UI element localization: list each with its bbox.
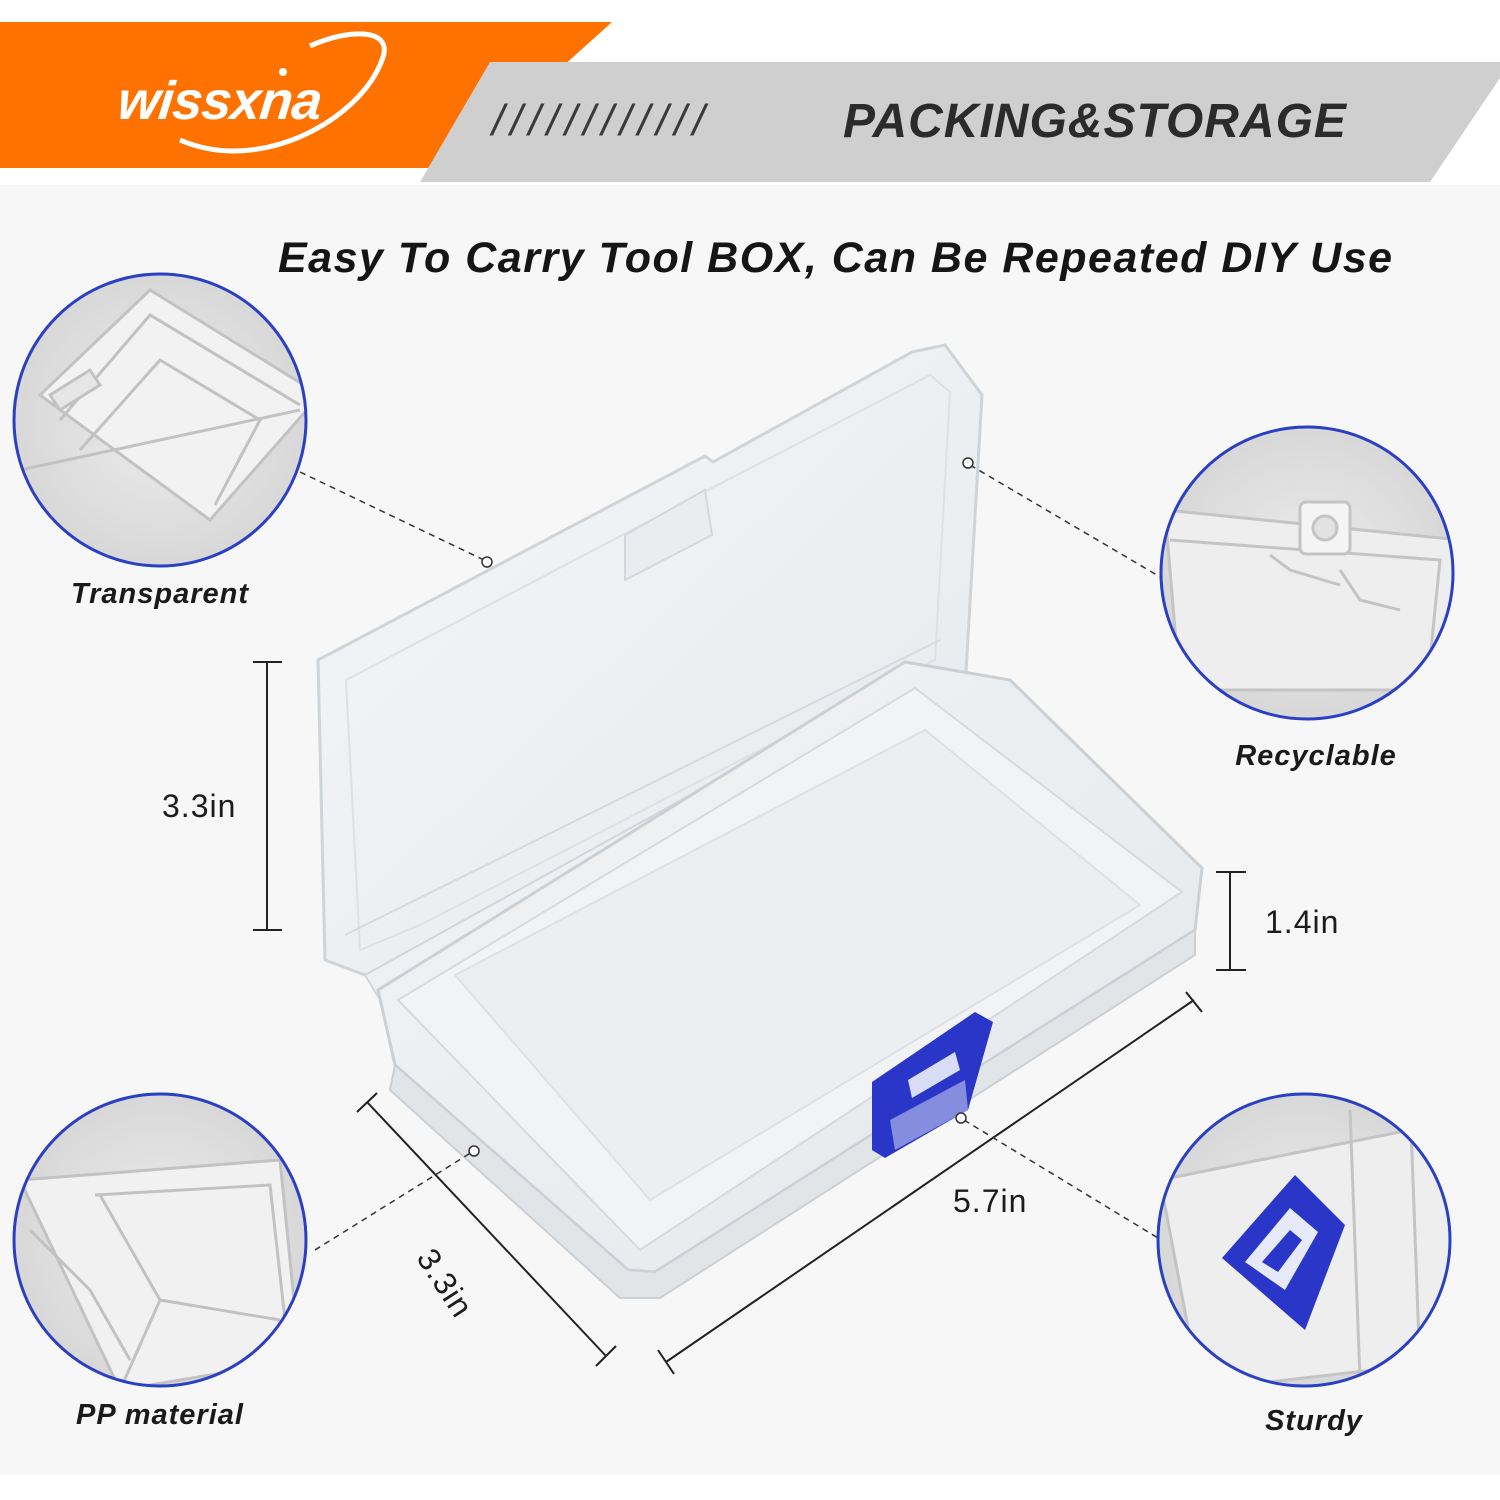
detail-circle-sturdy <box>1156 1092 1452 1388</box>
brand-star <box>279 68 287 76</box>
callout-dots <box>468 457 974 1157</box>
callout-leaders <box>299 464 1163 1251</box>
banner-title: PACKING&STORAGE <box>843 95 1347 148</box>
feature-label-pp-material: PP material <box>76 1399 244 1431</box>
dimension-lines <box>253 661 1246 1375</box>
title-banner <box>420 62 1500 182</box>
dimension-label-lid-height: 3.3in <box>162 788 237 824</box>
brand-logo: wissxna <box>114 71 325 131</box>
feature-label-sturdy: Sturdy <box>1265 1405 1363 1437</box>
detail-circle-transparent <box>12 272 308 568</box>
storage-box <box>316 343 1204 1299</box>
subtitle: Easy To Carry Tool BOX, Can Be Repeated … <box>278 234 1394 282</box>
dimension-label-depth: 1.4in <box>1265 904 1340 940</box>
detail-circle-pp-material <box>12 1092 308 1388</box>
feature-label-recyclable: Recyclable <box>1235 740 1397 772</box>
detail-circle-recyclable <box>1159 425 1455 721</box>
brand-swoosh <box>179 31 387 154</box>
dimension-label-length: 5.7in <box>953 1183 1028 1219</box>
box-lid <box>316 343 984 977</box>
banner-slashes: //////////// <box>492 96 711 145</box>
feature-label-transparent: Transparent <box>70 578 250 610</box>
